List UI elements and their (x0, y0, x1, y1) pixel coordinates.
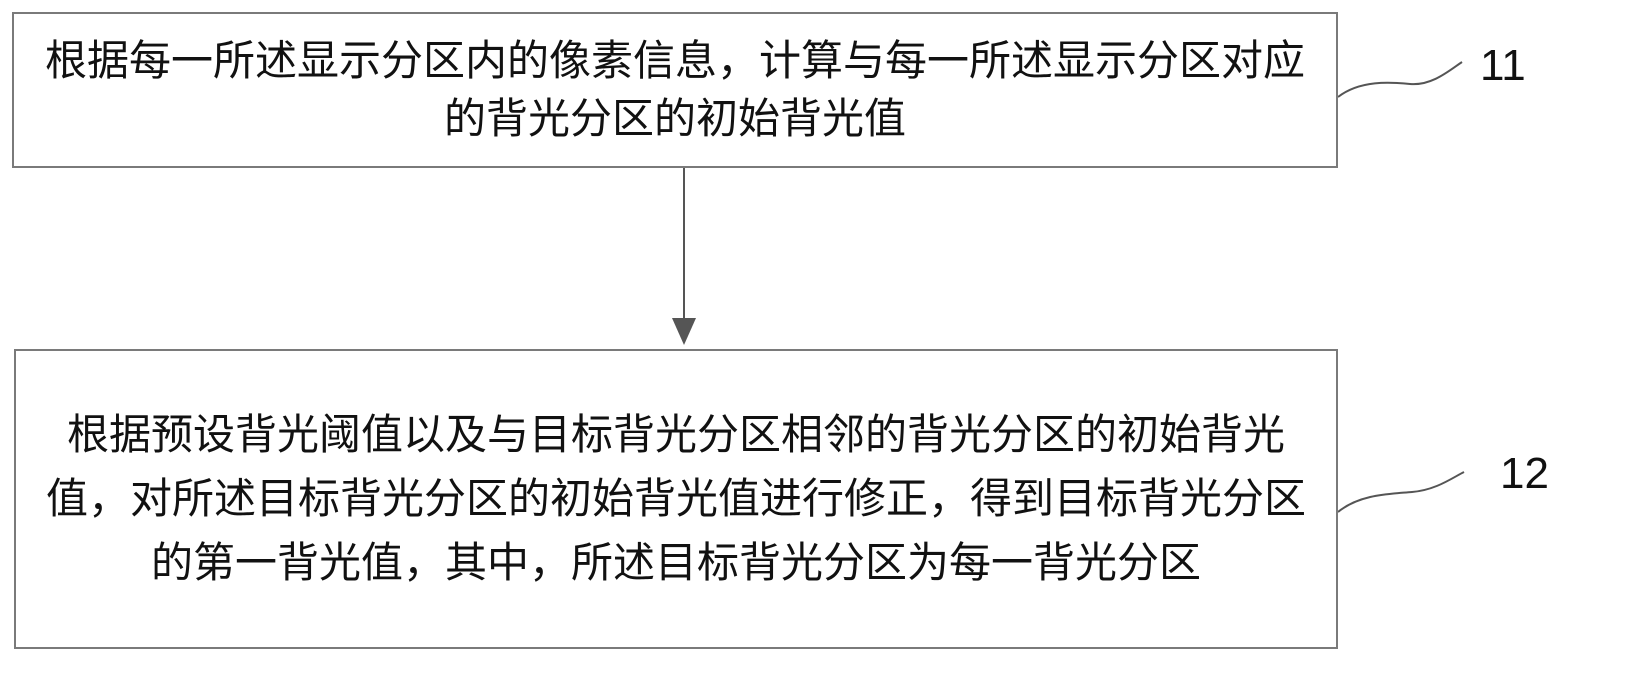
arrow-head (672, 318, 696, 345)
step-label-11: 11 (1480, 41, 1526, 90)
step-box-11: 根据每一所述显示分区内的像素信息，计算与每一所述显示分区对应的背光分区的初始背光… (12, 12, 1338, 168)
step-label-12: 12 (1500, 449, 1549, 498)
step-text-11: 根据每一所述显示分区内的像素信息，计算与每一所述显示分区对应的背光分区的初始背光… (44, 36, 1305, 143)
step-text-12: 根据预设背光阈值以及与目标背光分区相邻的背光分区的初始背光值，对所述目标背光分区… (45, 410, 1306, 587)
leader-line-12 (1337, 471, 1465, 513)
leader-line-11 (1337, 61, 1463, 98)
step-box-12: 根据预设背光阈值以及与目标背光分区相邻的背光分区的初始背光值，对所述目标背光分区… (14, 349, 1338, 649)
